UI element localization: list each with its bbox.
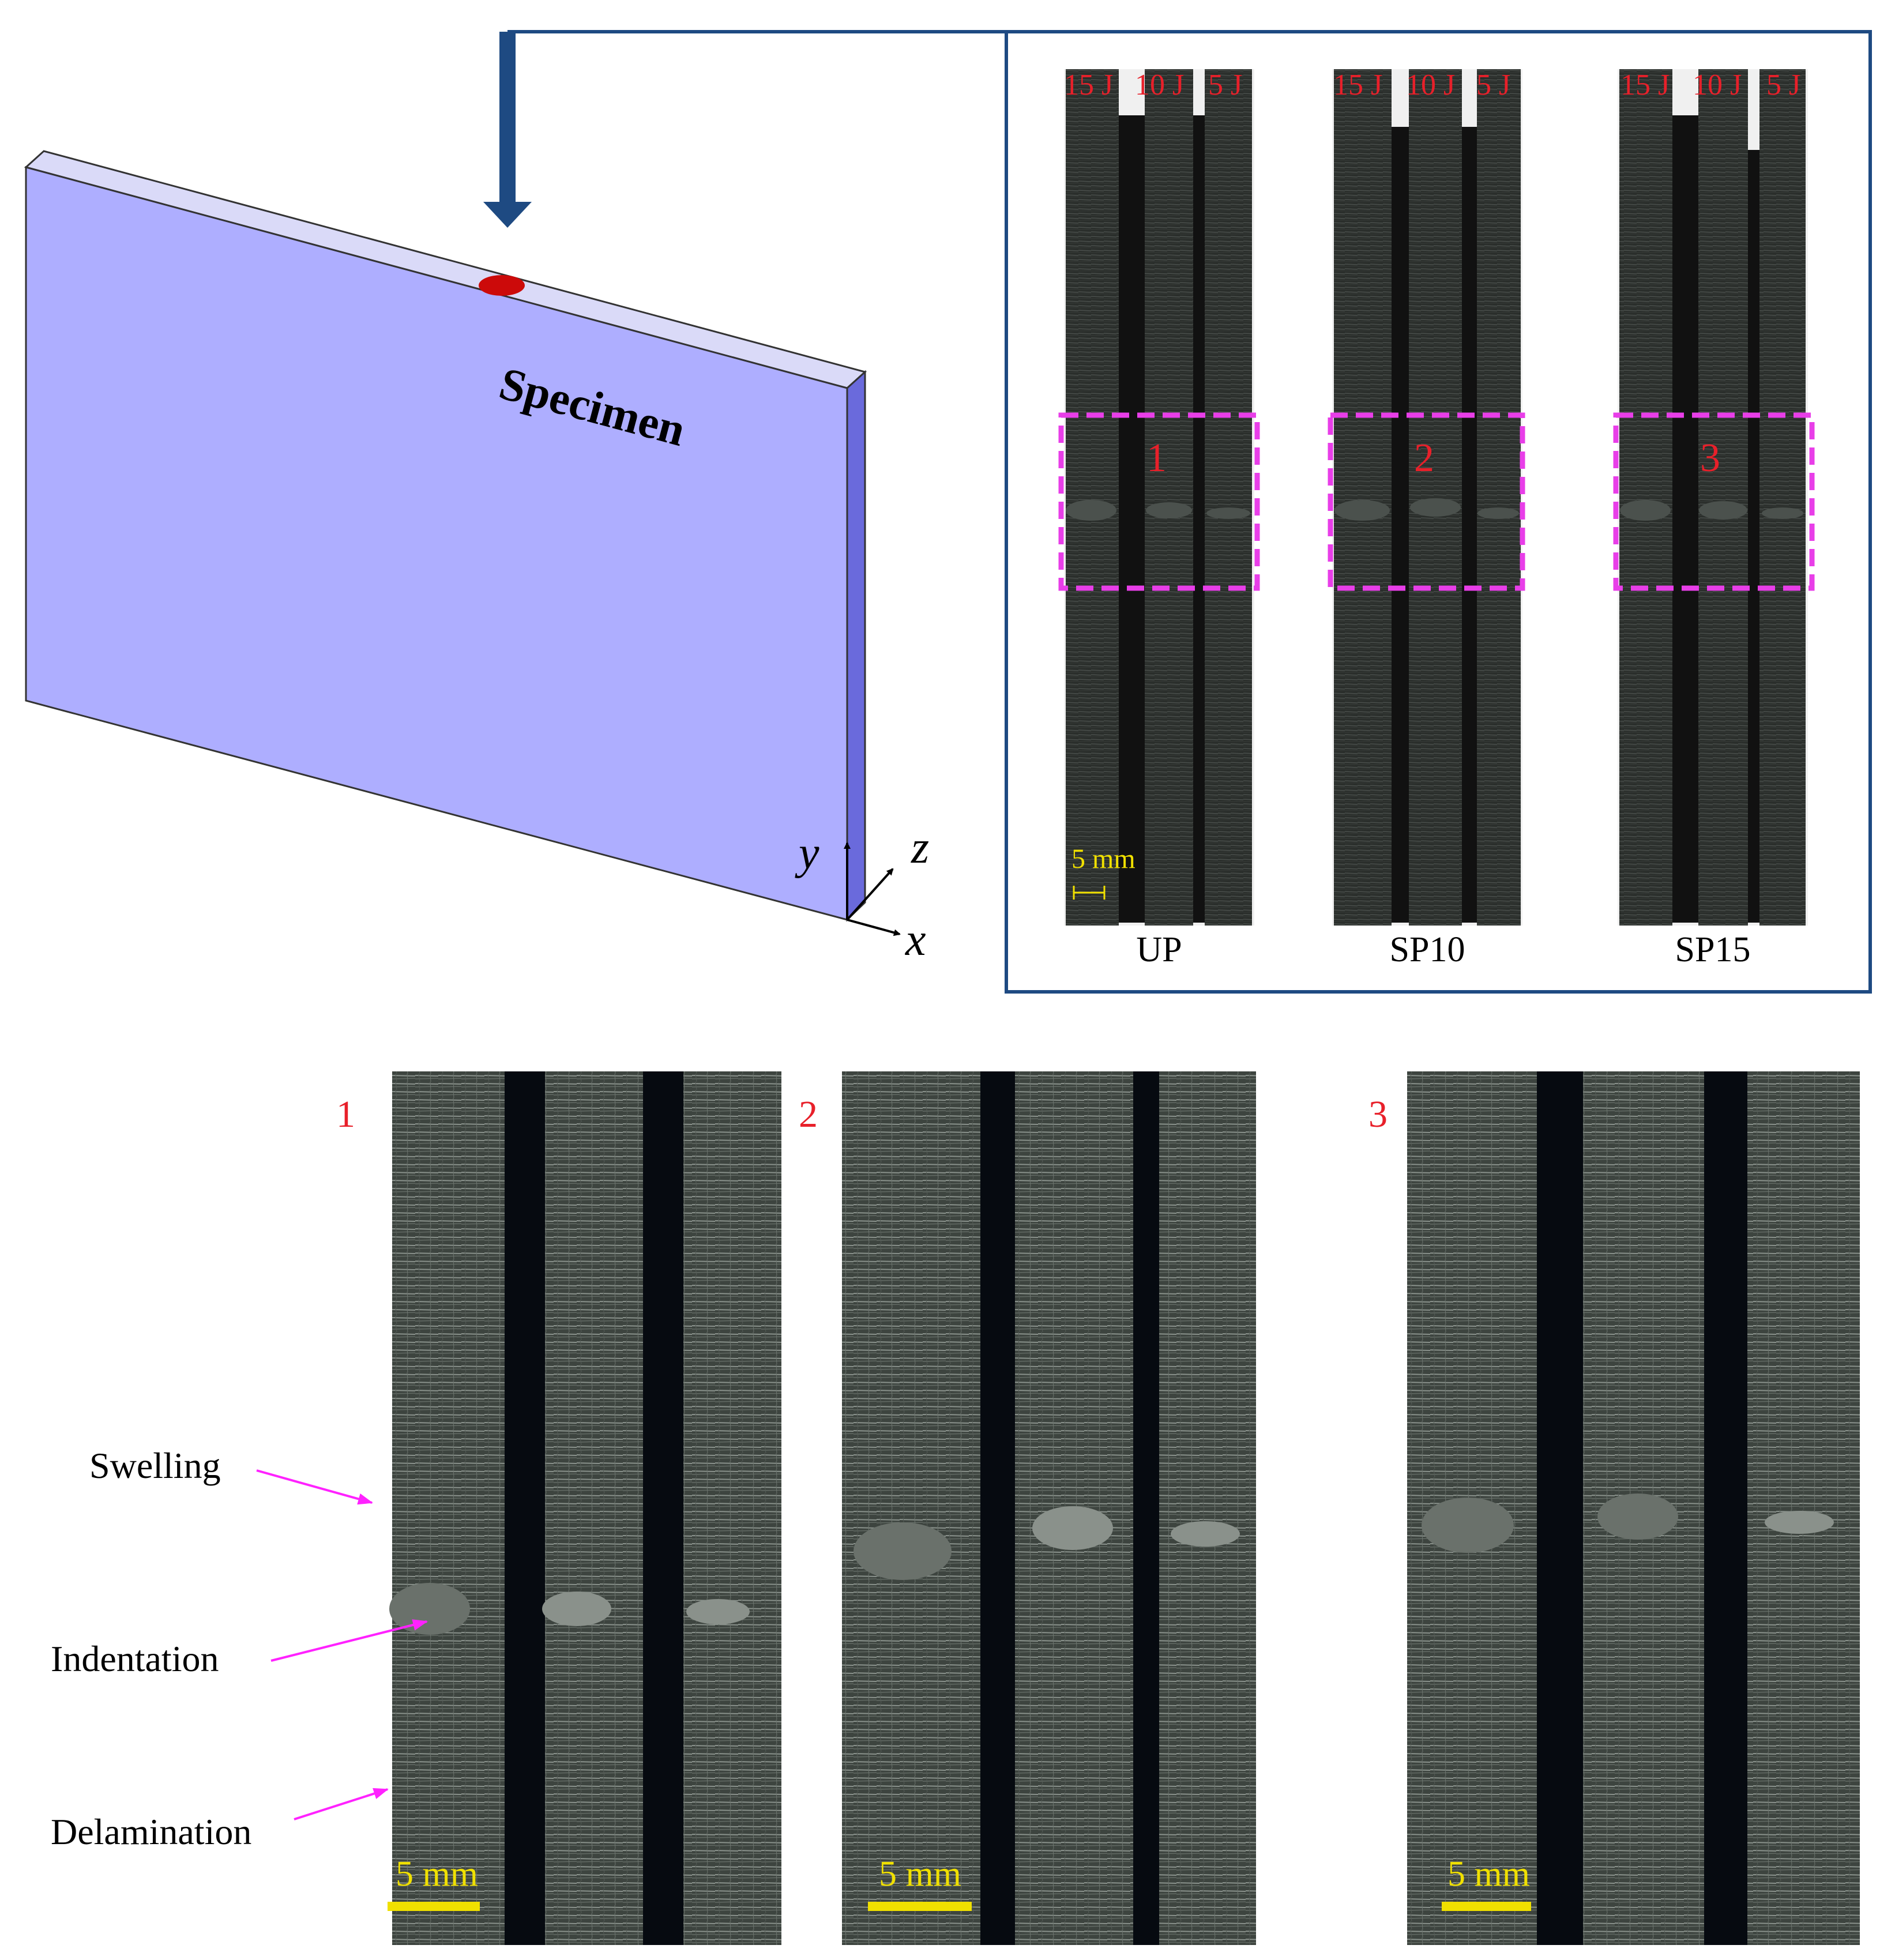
callout-arrows	[256, 1469, 428, 1820]
zoom-box-number-1: 1	[1146, 436, 1167, 480]
closeup-scale-bars	[388, 1902, 1531, 1911]
closeup-scale-label-1: 5 mm	[396, 1854, 478, 1894]
closeup-scale-bar-3	[1442, 1902, 1531, 1911]
specimen-plate	[24, 150, 867, 922]
specimen-front-face	[25, 166, 848, 921]
specimen-side-face	[846, 370, 866, 922]
zoom-box-1	[1058, 412, 1260, 591]
swelling-arrow	[256, 1469, 373, 1505]
closeup-scale-label-3: 5 mm	[1447, 1854, 1530, 1894]
overview-scale-label: 5 mm	[1071, 844, 1136, 874]
closeup-photo-1	[369, 1071, 790, 1945]
overview-photo-up	[1064, 69, 1254, 926]
z-axis-line	[846, 868, 894, 921]
x-axis-line	[847, 919, 901, 936]
closeup-scale-bar-2	[868, 1902, 972, 1911]
energy-label-up-5: 5 J	[1208, 69, 1243, 101]
closeup-scale-label-2: 5 mm	[879, 1854, 961, 1894]
energy-label-sp15-15: 15 J	[1620, 69, 1670, 101]
impact-point	[479, 275, 525, 296]
impactor-arrow	[483, 30, 1006, 228]
zoom-box-number-2: 2	[1414, 436, 1434, 480]
closeup-scale-bar-1	[388, 1902, 480, 1911]
overview-scale-bar	[1073, 886, 1106, 900]
callout-delamination: Delamination	[51, 1811, 252, 1852]
y-axis-label: y	[799, 828, 819, 879]
closeup-number-2: 2	[799, 1093, 818, 1135]
energy-label-sp15-10: 10 J	[1693, 69, 1742, 101]
overview-photo-sp15	[1618, 69, 1808, 926]
energy-label-sp10-10: 10 J	[1406, 69, 1456, 101]
zoom-box-3	[1613, 412, 1815, 591]
callout-swelling: Swelling	[89, 1445, 221, 1486]
energy-label-up-15: 15 J	[1064, 69, 1114, 101]
z-axis-label: z	[911, 822, 930, 873]
closeup-photo-3	[1400, 1071, 1862, 1945]
overview-impact-marks	[1066, 498, 1803, 521]
x-axis-label: x	[905, 915, 926, 965]
energy-label-up-10: 10 J	[1135, 69, 1185, 101]
indentation-arrow	[270, 1619, 428, 1662]
energy-label-sp10-15: 15 J	[1333, 69, 1383, 101]
closeup-photo-2	[835, 1071, 1256, 1945]
zoom-box-2	[1328, 412, 1525, 591]
sample-caption-up: UP	[1136, 930, 1182, 969]
overview-photo-sp10	[1332, 69, 1522, 926]
sample-caption-sp15: SP15	[1675, 930, 1751, 969]
closeup-number-1: 1	[336, 1093, 355, 1135]
energy-label-sp15-5: 5 J	[1766, 69, 1801, 101]
sample-caption-sp10: SP10	[1389, 930, 1465, 969]
overview-zoom-boxes	[1058, 412, 1815, 591]
closeup-number-3: 3	[1368, 1093, 1388, 1135]
callout-indentation: Indentation	[51, 1638, 219, 1679]
delamination-arrow	[294, 1788, 389, 1820]
overview-frame	[1005, 30, 1872, 994]
zoom-box-number-3: 3	[1700, 436, 1720, 480]
energy-label-sp10-5: 5 J	[1476, 69, 1511, 101]
coordinate-axes	[844, 842, 901, 936]
